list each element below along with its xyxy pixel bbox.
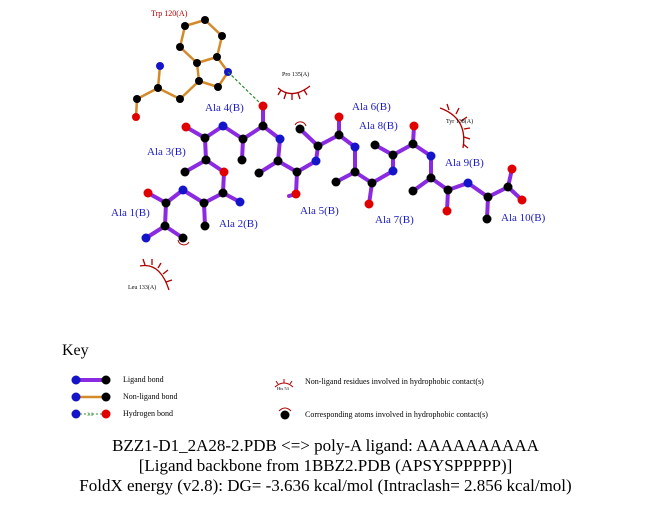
caption-line-1: BZZ1-D1_2A28-2.PDB <=> poly-A ligand: AA… [112, 436, 539, 455]
caption-line-3: FoldX energy (v2.8): DG= -3.636 kcal/mol… [79, 476, 572, 495]
ala7-label: Ala 7(B) [375, 214, 414, 226]
ala9-label: Ala 9(B) [445, 157, 484, 169]
hydrophobic-atoms-label: Corresponding atoms involved in hydropho… [305, 410, 488, 419]
caption-line-2: [Ligand backbone from 1BBZ2.PDB (APSYSPP… [138, 456, 513, 475]
hydrophobic-residues-label: Non-ligand residues involved in hydropho… [305, 377, 484, 386]
trp120-label: Trp 120(A) [151, 9, 188, 18]
leu133-arc [139, 258, 173, 291]
non-ligand-bond-label: Non-ligand bond [123, 392, 178, 401]
ala2-label: Ala 2(B) [219, 218, 258, 230]
trp120-atoms [132, 16, 232, 121]
tyr138-arc [439, 103, 471, 149]
ala6-label: Ala 6(B) [352, 101, 391, 113]
ala8-label: Ala 8(B) [359, 120, 398, 132]
hydrogen-bond [227, 71, 264, 107]
tyr138-label: Tyr 138(A) [446, 118, 473, 125]
ala3-label: Ala 3(B) [147, 146, 186, 158]
ligand-atoms [141, 101, 527, 243]
ligand-bond-label: Ligand bond [123, 375, 164, 384]
hydrophobic-residue-swatch: His 53 [274, 379, 294, 391]
hydrogen-bond-swatch: 3.0 [71, 409, 111, 419]
hydrogen-bond-label: Hydrogen bond [123, 409, 173, 418]
ligplot-diagram: Trp 120(A) Pro 135(A) Tyr 138(A) Leu 133… [111, 9, 546, 291]
leu133-label: Leu 133(A) [128, 284, 156, 291]
key-title: Key [62, 342, 89, 359]
non-ligand-bond-swatch [71, 392, 111, 402]
ligand-bonds [144, 104, 524, 240]
ala5-label: Ala 5(B) [300, 205, 339, 217]
ala10-label: Ala 10(B) [501, 212, 546, 224]
ala4-label: Ala 4(B) [205, 102, 244, 114]
hydrophobic-atom-swatch [278, 407, 292, 420]
atom-contact-spokes [177, 121, 307, 246]
pro135-arc [277, 85, 311, 100]
hbond-distance: 3.0 [87, 413, 94, 418]
ligand-bond-swatch [71, 375, 111, 385]
ala1-label: Ala 1(B) [111, 207, 150, 219]
ligand-labels: Ala 1(B) Ala 2(B) Ala 3(B) Ala 4(B) Ala … [111, 101, 546, 230]
pro135-label: Pro 135(A) [282, 71, 309, 78]
his-label: His 53 [277, 386, 290, 391]
